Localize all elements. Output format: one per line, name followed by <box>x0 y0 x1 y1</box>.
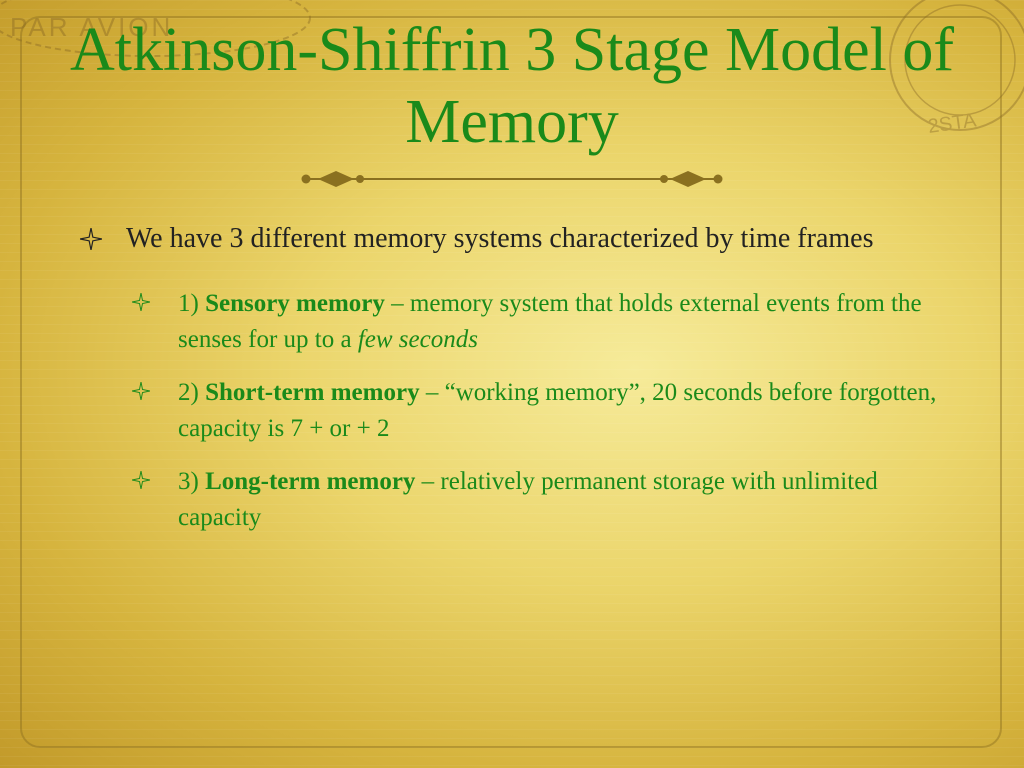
main-bullet-item: We have 3 different memory systems chara… <box>80 220 960 258</box>
sub-bullet-description: – relatively permanent storage with unli… <box>178 468 878 531</box>
four-point-star-icon <box>132 382 150 400</box>
sub-bullet-term: Long-term memory <box>205 468 416 495</box>
title-divider-ornament <box>301 171 723 187</box>
sub-bullet-term: Sensory memory <box>205 290 385 317</box>
sub-bullet-number: 2) <box>178 379 206 406</box>
four-point-star-icon <box>132 471 150 489</box>
sub-bullet-term: Short-term memory <box>205 379 420 406</box>
sub-bullet-sensory: 1) Sensory memory – memory system that h… <box>132 286 960 358</box>
sub-bullet-number: 1) <box>178 290 206 317</box>
slide-frame <box>20 16 1002 748</box>
sub-bullet-short-term: 2) Short-term memory – “working memory”,… <box>132 375 960 447</box>
sub-bullet-emphasis: few seconds <box>357 326 478 353</box>
postmark-right-decoration: 2STA <box>889 0 1024 138</box>
sub-bullet-description: – “working memory”, 20 seconds before fo… <box>178 379 937 442</box>
sub-bullet-number: 3) <box>178 468 206 495</box>
sub-bullet-description: – memory system that holds external even… <box>178 290 922 353</box>
main-bullet-text: We have 3 different memory systems chara… <box>126 223 874 254</box>
sub-bullet-long-term: 3) Long-term memory – relatively permane… <box>132 464 960 536</box>
four-point-star-icon <box>132 293 150 311</box>
bullet-list: We have 3 different memory systems chara… <box>80 220 960 553</box>
four-point-star-icon <box>80 228 102 250</box>
sub-bullet-list: 1) Sensory memory – memory system that h… <box>80 286 960 536</box>
slide-title: Atkinson-Shiffrin 3 Stage Model of Memor… <box>69 16 954 156</box>
